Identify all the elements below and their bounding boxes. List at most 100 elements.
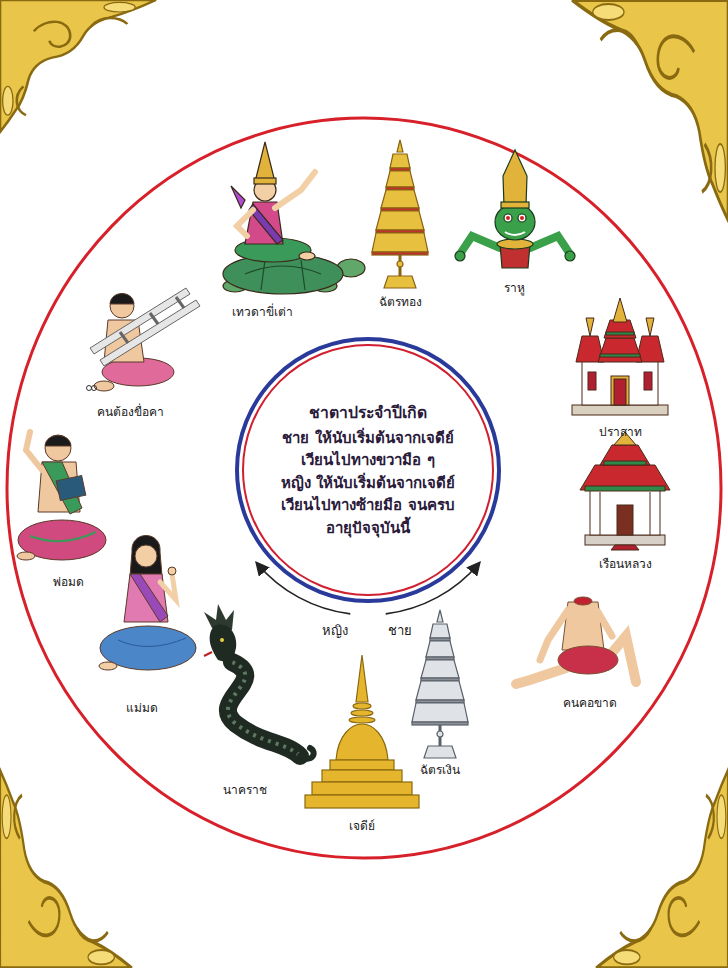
witch-illustration: [99, 536, 196, 671]
royal-house-illustration-part: [617, 505, 633, 535]
royal-house-illustration-part: [650, 492, 651, 535]
palace-illustration-part: [604, 320, 636, 338]
angel-on-turtle-illustration-part: [231, 186, 245, 208]
man-in-stocks-illustration-part: [110, 294, 134, 318]
palace-illustration-part: [572, 405, 668, 415]
stupa-illustration-part: [351, 710, 373, 716]
item-name: เรือนหลวง: [599, 556, 652, 573]
palace-illustration-part: [644, 372, 652, 390]
royal-house-illustration: [580, 432, 670, 550]
item-name: เทวดาขี่เต่า: [232, 304, 293, 321]
naga-illustration-part: [228, 662, 300, 756]
rahu-label: ราหู: [502, 280, 527, 297]
witch-illustration-part: [100, 626, 196, 670]
rahu-illustration-part: [501, 202, 529, 208]
man-in-stocks-illustration-part: [92, 386, 97, 391]
birth-year-instructions-circle: ชาตาประจำปีเกิดชาย ให้นับเริ่มต้นจากเจดี…: [234, 336, 502, 604]
wizard-label: พ่อมด: [51, 574, 86, 591]
item-name: ปราสาท: [599, 424, 642, 441]
rahu-illustration-part: [518, 214, 526, 222]
item-name: ราหู: [504, 280, 525, 297]
man-in-stocks-illustration: [87, 288, 201, 391]
golden-umbrella-label: ฉัตรทอง: [377, 294, 424, 311]
headless-man-illustration-part: [574, 597, 592, 605]
royal-house-illustration-part: [600, 492, 601, 535]
rahu-illustration: [455, 150, 575, 268]
item-name: แม่มด: [126, 700, 158, 717]
palace-illustration-part: [614, 379, 626, 405]
blue-ring: [237, 339, 499, 601]
stupa-illustration: [305, 655, 419, 808]
stupa-illustration-part: [330, 760, 394, 770]
palace-illustration-part: [646, 318, 654, 336]
silver-umbrella-illustration: [412, 610, 468, 758]
stupa-illustration-part: [336, 724, 388, 760]
headless-man-illustration-part: [516, 668, 566, 684]
witch-illustration-part: [160, 574, 176, 600]
naga-illustration-part: [300, 748, 314, 759]
rahu-illustration-part: [504, 214, 512, 222]
angel-on-turtle-illustration-part: [254, 179, 276, 201]
headless-man-label: คนคอขาด: [561, 695, 619, 712]
palace-illustration-part: [611, 376, 629, 405]
wizard-illustration-part: [56, 476, 86, 501]
royal-house-label: เรือนหลวง: [597, 556, 654, 573]
golden-umbrella-illustration: [372, 140, 428, 288]
headless-man-illustration-part: [558, 646, 618, 674]
palace-illustration-part: [588, 372, 596, 390]
circle-instruction: หญิง ให้นับเริ่มต้นจากเจดีย์ เวียนไปทางซ…: [266, 472, 470, 540]
witch-illustration-part: [118, 638, 186, 647]
palace-illustration-part: [582, 360, 658, 405]
naga-illustration: [204, 604, 314, 759]
palace-illustration-part: [600, 354, 640, 357]
wizard-illustration-part: [45, 435, 71, 461]
royal-house-illustration-part: [585, 486, 665, 491]
wizard-illustration-part: [30, 532, 96, 541]
man-in-stocks-illustration-part: [94, 381, 114, 391]
rahu-illustration-part: [505, 232, 525, 235]
circle-instruction: ชาย ให้นับเริ่มต้นจากเจดีย์ เวียนไปทางขว…: [266, 427, 470, 472]
man-in-stocks-label: คนต้องขื่อคา: [95, 404, 166, 421]
item-name: นาคราช: [223, 782, 267, 799]
palace-illustration-part: [598, 338, 642, 362]
naga-illustration-part: [220, 638, 224, 642]
palace-label: ปราสาท: [597, 424, 644, 441]
man-in-stocks-illustration-part: [176, 297, 184, 308]
naga-illustration-part: [204, 652, 212, 656]
item-name: ฉัตรเงิน: [420, 762, 460, 779]
corner-ornament-part: [572, 0, 728, 220]
silver-umbrella-label: ฉัตรเงิน: [418, 762, 462, 779]
angel-on-turtle-illustration-part: [237, 210, 253, 236]
stupa-illustration-part: [353, 703, 371, 709]
rahu-illustration-part: [565, 251, 575, 261]
angel-on-turtle-label: เทวดาขี่เต่า: [230, 304, 295, 321]
angel-on-turtle-illustration: [223, 142, 365, 294]
palace-illustration-part: [586, 318, 594, 336]
rahu-illustration-part: [460, 236, 500, 254]
royal-house-illustration-part: [600, 445, 650, 465]
rahu-illustration-part: [495, 204, 535, 240]
red-ring: [243, 345, 493, 595]
man-in-stocks-illustration-part: [150, 313, 158, 324]
man-in-stocks-illustration-part: [110, 294, 134, 305]
rahu-illustration-part: [530, 236, 570, 254]
naga-label: นาคราช: [221, 782, 269, 799]
royal-house-illustration-part: [590, 490, 660, 535]
angel-on-turtle-illustration-part: [254, 178, 276, 184]
corner-ornament-part: [0, 0, 156, 132]
royal-house-illustration-part: [604, 461, 646, 465]
angel-on-turtle-illustration-part: [245, 260, 321, 290]
item-name: ฉัตรทอง: [379, 294, 422, 311]
stupa-label: เจดีย์: [347, 818, 377, 835]
palace-illustration: [572, 298, 668, 415]
man-in-stocks-illustration-part: [100, 300, 200, 366]
female-direction-label: หญิง: [320, 622, 350, 640]
headless-man-illustration-part: [598, 612, 612, 636]
stupa-illustration-part: [349, 717, 375, 723]
rahu-illustration-part: [455, 251, 465, 261]
stupa-illustration-part: [356, 655, 368, 702]
item-name: คนคอขาด: [563, 695, 617, 712]
witch-illustration-part: [168, 567, 176, 575]
